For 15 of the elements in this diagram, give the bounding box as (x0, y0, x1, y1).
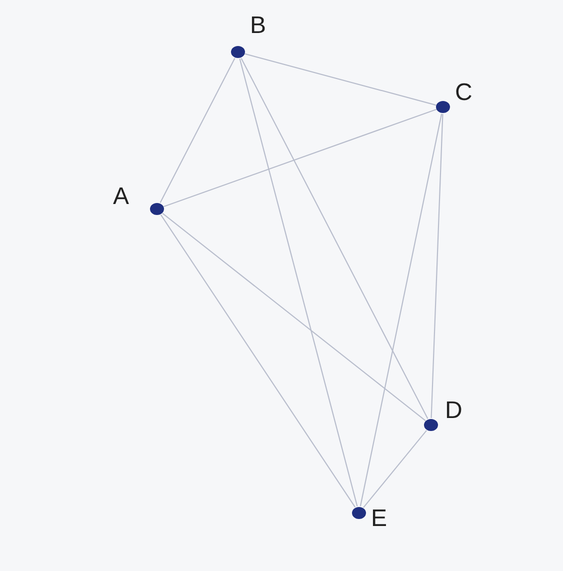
connector-line (244, 53, 436, 106)
vertex-label: A (113, 185, 130, 209)
vertex-label: C (455, 81, 472, 105)
vertex-label: B (250, 14, 266, 38)
connector-line (160, 58, 236, 204)
connector-line (240, 58, 428, 420)
vertex-label: D (445, 399, 462, 423)
connector-line (430, 114, 444, 418)
vertex-label: E (371, 507, 388, 531)
connector-line (160, 214, 356, 508)
connector-line (162, 212, 426, 422)
connector-line (363, 430, 427, 508)
connector-line (360, 114, 442, 506)
connector-line (239, 58, 358, 506)
connector-line (163, 108, 437, 208)
